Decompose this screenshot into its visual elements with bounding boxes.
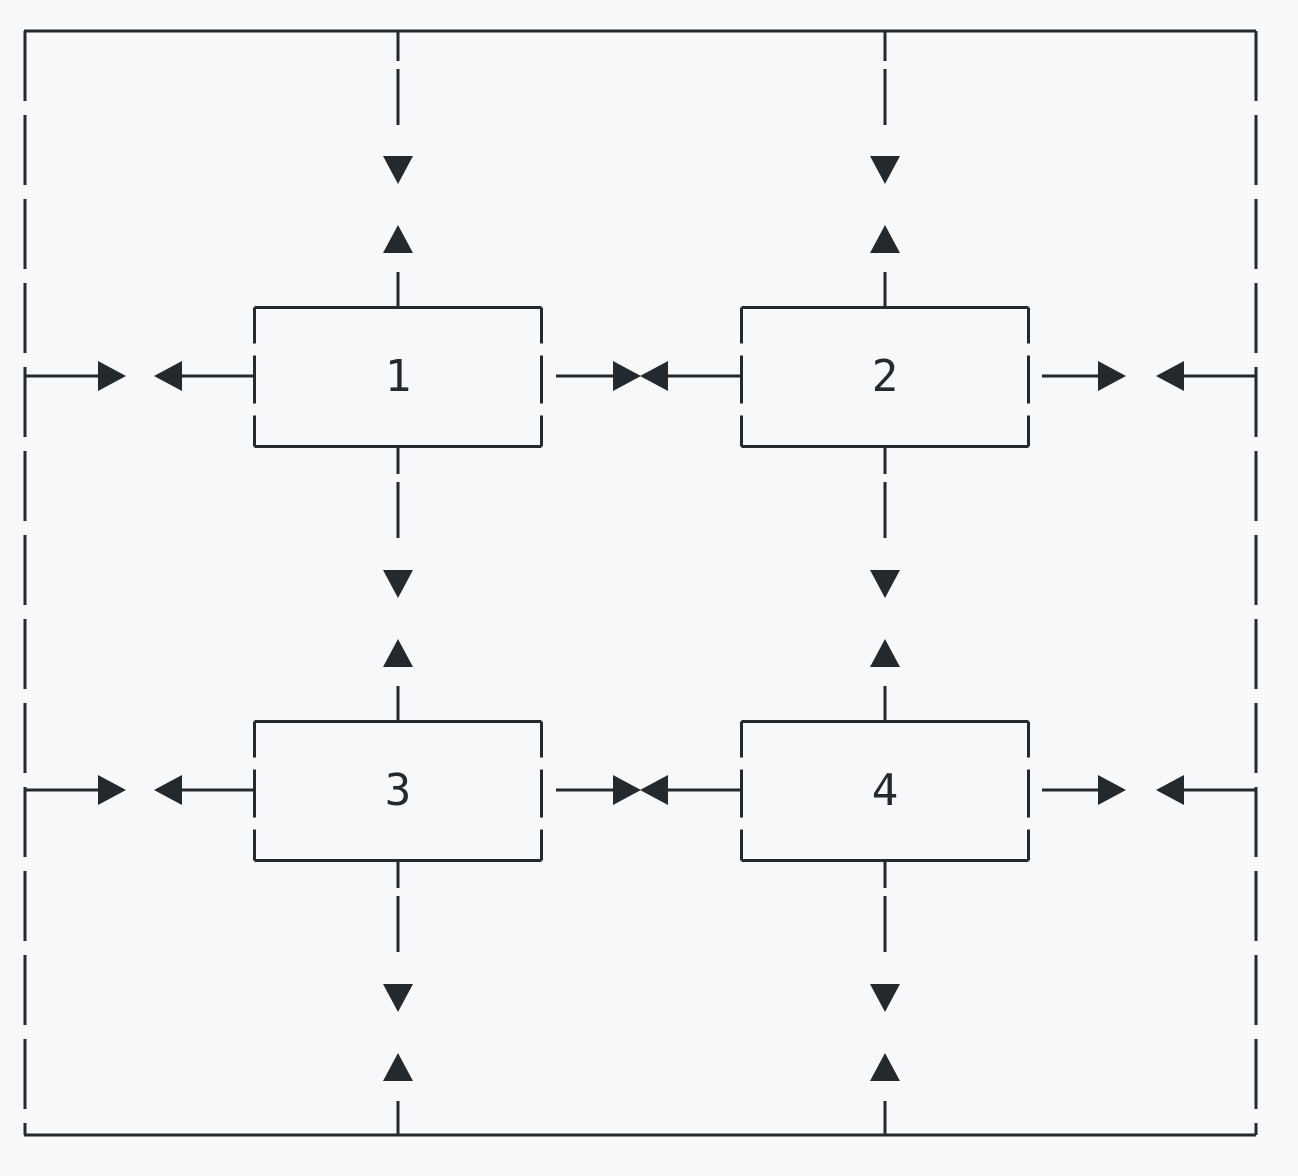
node-label: 3: [385, 765, 412, 816]
arrow-left-center-1: [640, 775, 668, 805]
node-label: 2: [872, 351, 899, 402]
node-4: 4: [740, 720, 1030, 862]
arrow-left-left-0: [154, 361, 182, 391]
node-3: 3: [253, 720, 543, 862]
arrow-up-top-1: [870, 225, 900, 253]
connector-lines: [23, 29, 1258, 1137]
arrow-up-bot-1: [870, 1053, 900, 1081]
node-label: 4: [872, 765, 899, 816]
arrow-up-bot-0: [383, 1053, 413, 1081]
arrow-right-left-1: [98, 775, 126, 805]
arrow-left-left-1: [154, 775, 182, 805]
node-label: 1: [385, 351, 412, 402]
arrow-right-center-0: [613, 361, 641, 391]
node-1: 1: [253, 306, 543, 448]
arrow-right-right-0: [1098, 361, 1126, 391]
node-boxes: 1 2 3 4: [253, 306, 1030, 862]
arrow-down-top-1: [870, 156, 900, 184]
arrow-up-mid-0: [383, 639, 413, 667]
arrow-up-mid-1: [870, 639, 900, 667]
arrow-down-mid-1: [870, 570, 900, 598]
arrow-right-center-1: [613, 775, 641, 805]
arrow-down-bot-1: [870, 984, 900, 1012]
arrow-left-right-1: [1156, 775, 1184, 805]
arrow-up-top-0: [383, 225, 413, 253]
arrow-down-bot-0: [383, 984, 413, 1012]
arrow-right-left-0: [98, 361, 126, 391]
node-2: 2: [740, 306, 1030, 448]
arrow-right-right-1: [1098, 775, 1126, 805]
arrow-down-mid-0: [383, 570, 413, 598]
arrow-left-right-0: [1156, 361, 1184, 391]
arrow-left-center-0: [640, 361, 668, 391]
arrow-down-top-0: [383, 156, 413, 184]
